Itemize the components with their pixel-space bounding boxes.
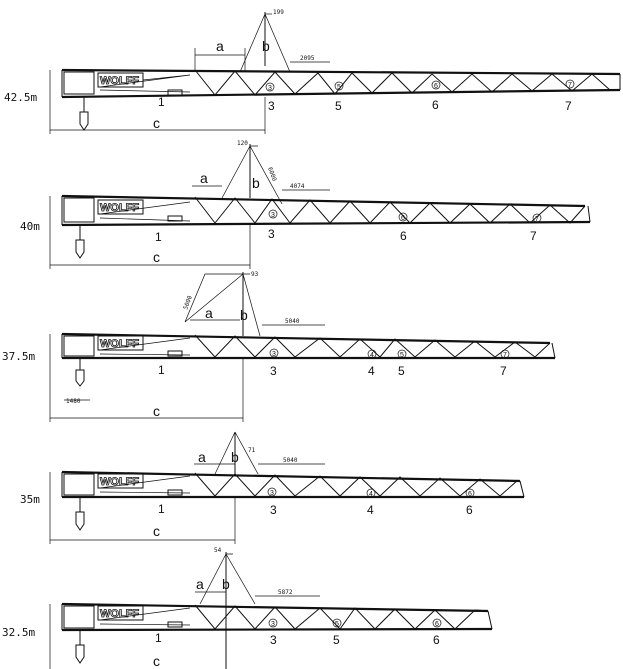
dim-value: 5040 <box>285 318 300 325</box>
circled-section: 6 <box>468 491 472 498</box>
dim-value: 199 <box>273 9 284 16</box>
label-b: b <box>231 449 239 465</box>
dim-value: 5000 <box>182 294 194 310</box>
label-c: c <box>153 249 160 265</box>
dim-value: 93 <box>251 271 259 278</box>
dim-value: 1480 <box>66 398 81 405</box>
section-label: 7 <box>565 99 572 113</box>
circled-section: 6 <box>401 215 405 222</box>
wolff-logo: WOLFF <box>100 608 139 620</box>
dim-value: 71 <box>248 447 256 454</box>
section-label: 1 <box>158 363 165 377</box>
wolff-logo: WOLFF <box>100 476 139 488</box>
section-label: 6 <box>466 503 473 517</box>
section-label: 6 <box>432 98 439 112</box>
config-37-5m: 37.5m WOLFF 93 5000 a b 5040 1480 c 1 3 … <box>2 271 556 422</box>
dim-value: 4074 <box>290 183 305 190</box>
section-label: 3 <box>268 227 275 241</box>
dim-value: 5040 <box>283 457 298 464</box>
label-a: a <box>196 576 204 592</box>
config-40m: 40m WOLFF 120 6000 a b 4074 c 1 3 6 7 3 … <box>20 140 591 269</box>
dim-value: 5872 <box>278 589 293 596</box>
section-label: 3 <box>270 364 277 378</box>
label-b: b <box>262 38 270 54</box>
circled-section: 3 <box>272 351 276 358</box>
circled-section: 6 <box>434 83 438 90</box>
wolff-logo: WOLFF <box>100 338 139 350</box>
jib-length-label: 40m <box>20 220 40 233</box>
label-b: b <box>222 576 230 592</box>
wolff-logo: WOLFF <box>100 75 139 87</box>
jib-length-label: 35m <box>20 493 40 506</box>
section-label: 5 <box>333 633 340 647</box>
section-label: 5 <box>335 99 342 113</box>
section-label: 1 <box>158 502 165 516</box>
section-label: 4 <box>368 364 375 378</box>
label-c: c <box>153 403 160 419</box>
circled-section: 5 <box>400 352 404 359</box>
dim-value: 2095 <box>300 55 315 62</box>
label-a: a <box>198 449 206 465</box>
section-label: 7 <box>530 229 537 243</box>
label-a: a <box>205 305 213 321</box>
jib-length-label: 37.5m <box>2 350 35 363</box>
circled-section: 5 <box>337 84 341 91</box>
section-label: 4 <box>367 503 374 517</box>
label-a: a <box>216 38 224 54</box>
wolff-logo: WOLFF <box>100 202 139 214</box>
jib-length-label: 42.5m <box>4 91 37 104</box>
section-label: 1 <box>155 230 162 244</box>
section-label: 5 <box>398 364 405 378</box>
section-label: 3 <box>270 503 277 517</box>
circled-section: 7 <box>503 352 507 359</box>
circled-section: 3 <box>270 490 274 497</box>
circled-section: 4 <box>370 352 374 359</box>
circled-section: 3 <box>268 85 272 92</box>
section-label: 1 <box>158 95 165 109</box>
section-label: 7 <box>500 364 507 378</box>
circled-section: 6 <box>435 621 439 628</box>
circled-section: 5 <box>335 621 339 628</box>
circled-section: 7 <box>535 216 539 223</box>
label-b: b <box>240 307 248 323</box>
label-c: c <box>153 115 160 131</box>
circled-section: 3 <box>271 212 275 219</box>
label-b: b <box>252 175 260 191</box>
section-label: 3 <box>270 633 277 647</box>
dim-value: 54 <box>214 547 222 554</box>
section-label: 6 <box>400 229 407 243</box>
circled-section: 4 <box>369 491 373 498</box>
jib-length-label: 32.5m <box>2 626 35 639</box>
label-c: c <box>153 523 160 539</box>
circled-section: 7 <box>568 82 572 89</box>
label-a: a <box>200 170 208 186</box>
section-label: 6 <box>433 633 440 647</box>
dim-value: 6000 <box>266 166 278 182</box>
config-32-5m: 32.5m WOLFF 54 a b 5872 c 1 3 5 6 3 5 6 <box>2 547 493 669</box>
section-label: 3 <box>268 99 275 113</box>
config-35m: 35m WOLFF 71 a b 5040 c 1 3 4 6 3 4 6 <box>20 431 525 544</box>
label-c: c <box>153 653 160 669</box>
dim-value: 120 <box>237 140 248 147</box>
section-label: 1 <box>155 631 162 645</box>
circled-section: 3 <box>271 621 275 628</box>
config-42-5m: 42.5m WOLFF 199 a b 2095 c <box>4 9 621 134</box>
